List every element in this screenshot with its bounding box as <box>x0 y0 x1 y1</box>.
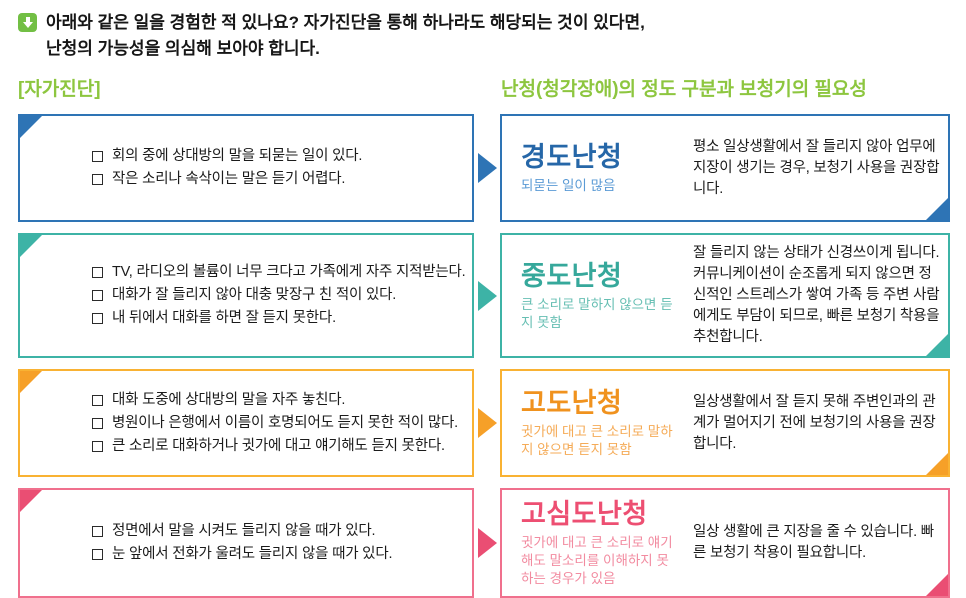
arrow-cell <box>474 114 500 222</box>
checklist-item-text: 큰 소리로 대화하거나 귓가에 대고 얘기해도 듣지 못한다. <box>112 437 445 454</box>
level-panel: 고심도난청 귓가에 대고 큰 소리로 얘기 해도 말소리를 이해하지 못하는 경… <box>500 488 950 598</box>
checklist-item-text: 대화 도중에 상대방의 말을 자주 놓친다. <box>112 391 346 408</box>
checklist-item: 대화 도중에 상대방의 말을 자주 놓친다. <box>92 389 458 412</box>
checklist-item: 작은 소리나 속삭이는 말은 듣기 어렵다. <box>92 168 362 191</box>
arrow-cell <box>474 488 500 598</box>
checklist-panel: 회의 중에 상대방의 말을 되묻는 일이 있다. 작은 소리나 속삭이는 말은 듣… <box>18 114 474 222</box>
section-labels: [자가진단] 난청(청각장애)의 정도 구분과 보청기의 필요성 <box>18 79 950 101</box>
corner-triangle-icon <box>20 490 42 512</box>
checklist-panel: 대화 도중에 상대방의 말을 자주 놓친다. 병원이나 은행에서 이름이 호명되어… <box>18 369 474 477</box>
checklist-item-text: 작은 소리나 속삭이는 말은 듣기 어렵다. <box>112 171 346 187</box>
checklist-item-text: 정면에서 말을 시켜도 들리지 않을 때가 있다. <box>112 523 376 539</box>
checkbox-icon <box>92 313 103 324</box>
severity-row-severe: 대화 도중에 상대방의 말을 자주 놓친다. 병원이나 은행에서 이름이 호명되어… <box>18 369 950 477</box>
checklist-item: 내 뒤에서 대화를 하면 잘 듣지 못한다. <box>92 307 465 330</box>
header-note: 아래와 같은 일을 경험한 적 있나요? 자가진단을 통해 하나라도 해당되는 … <box>18 10 950 62</box>
checkbox-icon <box>92 174 103 185</box>
level-description: 일상 생활에 큰 지장을 줄 수 있습니다. 빠른 보청기 착용이 필요합니다. <box>693 524 934 561</box>
level-subtitle: 귓가에 대고 큰 소리로 말하지 않으면 듣지 못함 <box>521 424 673 457</box>
level-title-block: 고도난청 귓가에 대고 큰 소리로 말하지 않으면 듣지 못함 <box>521 387 681 459</box>
checklist: 정면에서 말을 시켜도 들리지 않을 때가 있다. 눈 앞에서 전화가 울려도 들… <box>92 520 392 566</box>
arrow-cell <box>474 233 500 358</box>
down-arrow-icon <box>18 13 37 32</box>
checklist-item: 병원이나 은행에서 이름이 호명되어도 듣지 못한 적이 많다. <box>92 412 458 435</box>
corner-triangle-icon <box>20 116 42 138</box>
header-text: 아래와 같은 일을 경험한 적 있나요? 자가진단을 통해 하나라도 해당되는 … <box>46 10 645 62</box>
corner-triangle-icon <box>20 371 42 393</box>
checklist: TV, 라디오의 볼륨이 너무 크다고 가족에게 자주 지적받는다. 대화가 잘 … <box>92 261 466 330</box>
checkbox-icon <box>92 440 103 452</box>
corner-triangle-icon <box>20 235 42 257</box>
checklist: 대화 도중에 상대방의 말을 자주 놓친다. 병원이나 은행에서 이름이 호명되어… <box>92 389 458 458</box>
checkbox-icon <box>92 549 103 560</box>
level-title-block: 경도난청 되묻는 일이 많음 <box>521 141 681 195</box>
level-title-block: 고심도난청 귓가에 대고 큰 소리로 얘기 해도 말소리를 이해하지 못하는 경… <box>521 498 681 588</box>
arrow-right-icon <box>477 280 497 311</box>
checklist-item: 회의 중에 상대방의 말을 되묻는 일이 있다. <box>92 145 362 168</box>
arrow-right-icon <box>477 408 497 438</box>
severity-row-mild: 회의 중에 상대방의 말을 되묻는 일이 있다. 작은 소리나 속삭이는 말은 듣… <box>18 114 950 222</box>
checklist-item-text: 대화가 잘 들리지 않아 대충 맞장구 친 적이 있다. <box>112 287 397 303</box>
checklist-item-text: 내 뒤에서 대화를 하면 잘 듣지 못한다. <box>112 310 336 326</box>
level-title: 경도난청 <box>521 142 623 172</box>
corner-triangle-icon <box>926 198 948 220</box>
arrow-cell <box>474 369 500 477</box>
level-subtitle: 큰 소리로 말하지 않으면 듣지 못함 <box>521 296 673 330</box>
severity-rows: 회의 중에 상대방의 말을 되묻는 일이 있다. 작은 소리나 속삭이는 말은 듣… <box>18 114 950 598</box>
level-description: 잘 들리지 않는 상태가 신경쓰이게 됩니다. 커뮤니케이션이 순조롭게 되지 … <box>693 245 940 345</box>
level-description: 평소 일상생활에서 잘 들리지 않아 업무에 지장이 생기는 경우, 보청기 사… <box>693 138 940 197</box>
corner-triangle-icon <box>926 574 948 596</box>
checklist-item: TV, 라디오의 볼륨이 너무 크다고 가족에게 자주 지적받는다. <box>92 261 466 284</box>
checklist-item-text: 회의 중에 상대방의 말을 되묻는 일이 있다. <box>112 148 363 164</box>
level-title: 중도난청 <box>521 260 623 291</box>
checklist-item-text: 병원이나 은행에서 이름이 호명되어도 듣지 못한 적이 많다. <box>112 414 458 431</box>
checklist-item: 눈 앞에서 전화가 울려도 들리지 않을 때가 있다. <box>92 543 392 566</box>
checklist-item-text: TV, 라디오의 볼륨이 너무 크다고 가족에게 자주 지적받는다. <box>112 264 466 280</box>
checkbox-icon <box>92 151 103 162</box>
level-panel: 중도난청 큰 소리로 말하지 않으면 듣지 못함 잘 들리지 않는 상태가 신경… <box>500 233 950 358</box>
level-description: 일상생활에서 잘 듣지 못해 주변인과의 관계가 멀어지기 전에 보청기의 사용… <box>693 393 936 452</box>
arrow-right-icon <box>477 153 497 183</box>
checkbox-icon <box>92 526 103 537</box>
checklist-panel: 정면에서 말을 시켜도 들리지 않을 때가 있다. 눈 앞에서 전화가 울려도 들… <box>18 488 474 598</box>
section-label-severity: 난청(청각장애)의 정도 구분과 보청기의 필요성 <box>501 79 867 100</box>
checklist-item-text: 눈 앞에서 전화가 울려도 들리지 않을 때가 있다. <box>112 546 393 562</box>
checkbox-icon <box>92 290 103 301</box>
checkbox-icon <box>92 417 103 429</box>
checklist-panel: TV, 라디오의 볼륨이 너무 크다고 가족에게 자주 지적받는다. 대화가 잘 … <box>18 233 474 358</box>
corner-triangle-icon <box>926 334 948 356</box>
level-panel: 고도난청 귓가에 대고 큰 소리로 말하지 않으면 듣지 못함 일상생활에서 잘… <box>500 369 950 477</box>
level-subtitle: 귓가에 대고 큰 소리로 얘기 해도 말소리를 이해하지 못하는 경우가 있음 <box>521 535 673 586</box>
arrow-right-icon <box>477 528 497 558</box>
level-title-block: 중도난청 큰 소리로 말하지 않으면 듣지 못함 <box>521 260 681 332</box>
checklist: 회의 중에 상대방의 말을 되묻는 일이 있다. 작은 소리나 속삭이는 말은 듣… <box>92 145 362 191</box>
section-label-self-check: [자가진단] <box>18 79 101 100</box>
level-subtitle: 되묻는 일이 많음 <box>521 178 616 193</box>
header-line-2: 난청의 가능성을 의심해 보아야 합니다. <box>46 39 320 58</box>
checklist-item: 대화가 잘 들리지 않아 대충 맞장구 친 적이 있다. <box>92 284 465 307</box>
header-line-1: 아래와 같은 일을 경험한 적 있나요? 자가진단을 통해 하나라도 해당되는 … <box>46 13 645 32</box>
level-title: 고도난청 <box>521 388 623 418</box>
severity-row-profound: 정면에서 말을 시켜도 들리지 않을 때가 있다. 눈 앞에서 전화가 울려도 들… <box>18 488 950 598</box>
checkbox-icon <box>92 394 103 406</box>
checkbox-icon <box>92 267 103 278</box>
checklist-item: 큰 소리로 대화하거나 귓가에 대고 얘기해도 듣지 못한다. <box>92 435 458 458</box>
level-title: 고심도난청 <box>521 499 648 529</box>
level-panel: 경도난청 되묻는 일이 많음 평소 일상생활에서 잘 들리지 않아 업무에 지장… <box>500 114 950 222</box>
corner-triangle-icon <box>926 453 948 475</box>
severity-row-moderate: TV, 라디오의 볼륨이 너무 크다고 가족에게 자주 지적받는다. 대화가 잘 … <box>18 233 950 358</box>
checklist-item: 정면에서 말을 시켜도 들리지 않을 때가 있다. <box>92 520 392 543</box>
